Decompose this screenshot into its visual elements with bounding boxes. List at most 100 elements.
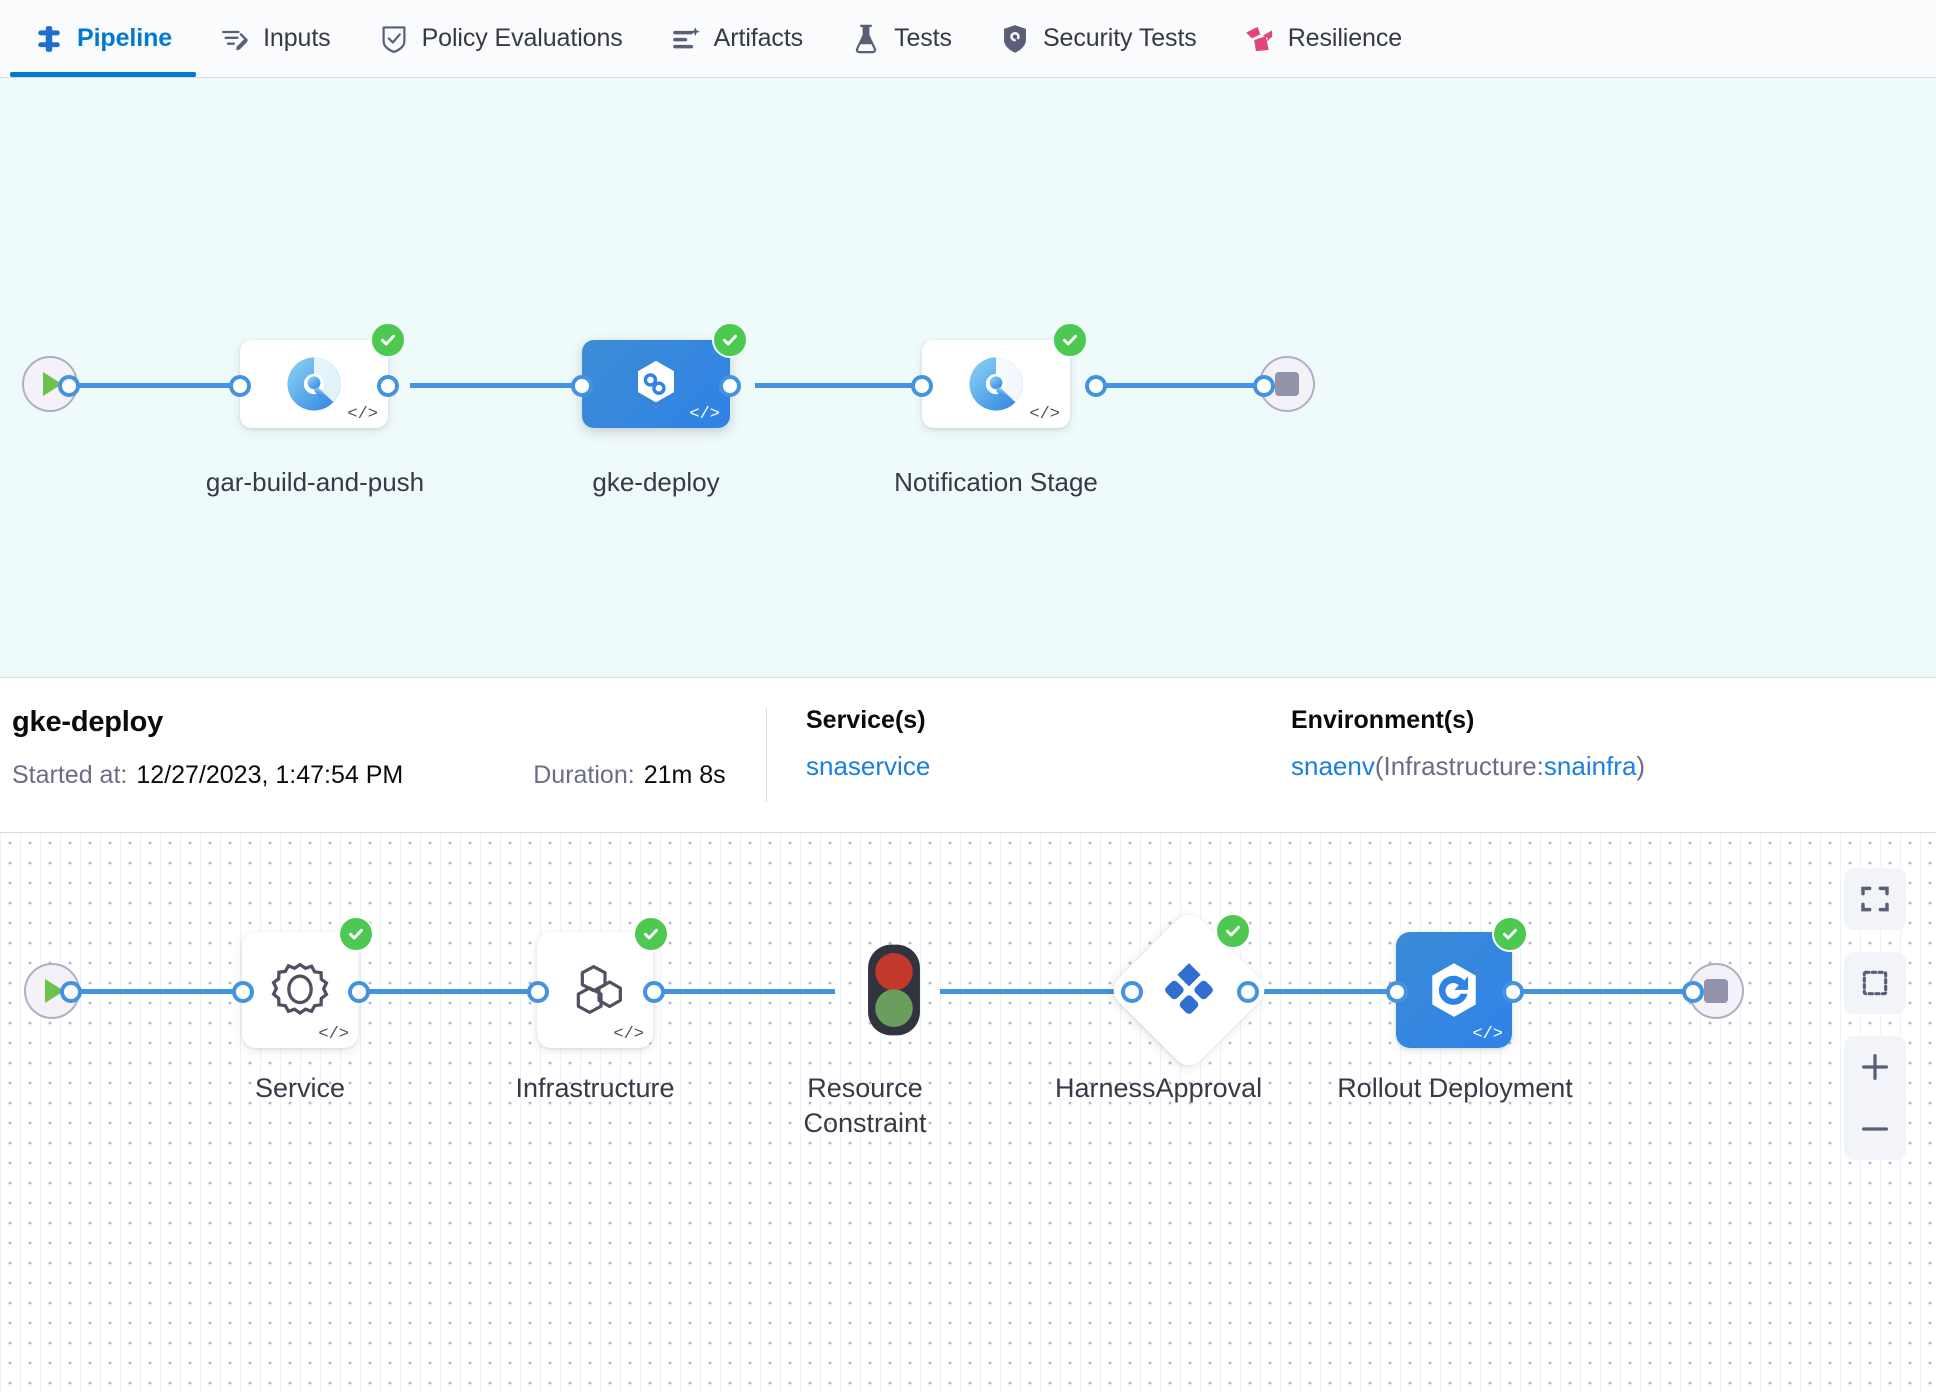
execution-step-canvas[interactable]: </> Service </> Infrastructure Resource … <box>0 833 1936 1393</box>
status-badge-success <box>1052 322 1088 358</box>
status-badge-success <box>338 916 374 952</box>
stage-in-port[interactable] <box>911 375 933 397</box>
tab-resilience[interactable]: Resilience <box>1221 0 1426 77</box>
service-link-snaservice[interactable]: snaservice <box>806 751 931 781</box>
step-connector-wire <box>355 989 540 994</box>
status-badge-success <box>633 916 669 952</box>
end-port[interactable] <box>1253 375 1275 397</box>
minus-icon <box>1862 1127 1888 1131</box>
step-in-port[interactable] <box>232 981 254 1003</box>
stage-out-port[interactable] <box>377 375 399 397</box>
step-connector-wire <box>1250 989 1410 994</box>
step-out-port[interactable] <box>348 981 370 1003</box>
play-icon <box>45 979 64 1003</box>
stop-icon <box>1275 372 1299 396</box>
zoom-out-button[interactable] <box>1844 1098 1906 1160</box>
step-node-service[interactable]: </> <box>242 916 374 1048</box>
step-code-tag[interactable]: </> <box>318 1025 349 1044</box>
tab-pipeline[interactable]: Pipeline <box>10 0 197 77</box>
stage-connector-wire <box>60 383 240 388</box>
step-code-tag[interactable]: </> <box>1472 1025 1503 1044</box>
traffic-light-icon <box>868 944 920 1036</box>
stage-code-tag[interactable]: </> <box>1029 405 1060 424</box>
play-icon <box>43 372 62 396</box>
plus-icon <box>1862 1054 1888 1080</box>
tab-artifacts[interactable]: Artifacts <box>647 0 827 77</box>
step-in-port[interactable] <box>527 981 549 1003</box>
step-node-harness-approval[interactable] <box>1106 907 1272 1073</box>
rollout-deployment-icon <box>1432 963 1476 1017</box>
expand-corners-icon <box>1861 886 1889 912</box>
tab-active-underline <box>10 72 197 77</box>
step-node-infrastructure[interactable]: </> <box>537 916 669 1048</box>
zoom-in-button[interactable] <box>1844 1036 1906 1098</box>
stage-node-gar-build-and-push[interactable]: </> <box>240 322 406 428</box>
select-area-button[interactable] <box>1844 952 1906 1014</box>
step-code-tag[interactable]: </> <box>613 1025 644 1044</box>
zoom-button-group <box>1844 1036 1906 1160</box>
pipeline-end-node[interactable] <box>1259 356 1315 412</box>
infrastructure-link-snainfra[interactable]: snainfra <box>1543 751 1637 781</box>
start-port[interactable] <box>58 375 80 397</box>
environment-link-snaenv[interactable]: snaenv <box>1291 751 1375 781</box>
step-label-service: Service <box>254 1073 346 1103</box>
step-in-port[interactable] <box>1386 981 1408 1003</box>
flask-icon <box>851 24 881 54</box>
step-label-harness-approval: HarnessApproval <box>1055 1073 1263 1103</box>
fit-to-screen-button[interactable] <box>1844 868 1906 930</box>
started-at-label: Started at: <box>12 761 128 789</box>
tab-label: Artifacts <box>713 24 804 52</box>
step-node-rollout-deployment[interactable]: </> <box>1396 916 1528 1048</box>
tab-label: Inputs <box>263 24 331 52</box>
pipeline-icon <box>34 24 64 54</box>
stage-out-port[interactable] <box>1085 375 1107 397</box>
tab-label: Resilience <box>1287 24 1403 52</box>
step-label-rollout-deployment: Rollout Deployment <box>1337 1073 1573 1103</box>
harness-cd-deploy-icon <box>638 360 674 403</box>
security-shield-icon <box>1000 24 1030 54</box>
tab-label: Policy Evaluations <box>421 24 623 52</box>
step-connector-wire <box>940 989 1130 994</box>
step-label-resource-constraint: Resource Constraint <box>803 1073 927 1138</box>
artifacts-icon <box>671 24 701 54</box>
stage-code-tag[interactable]: </> <box>347 405 378 424</box>
tab-inputs[interactable]: Inputs <box>196 0 355 77</box>
stage-label-gar-build-and-push: gar-build-and-push <box>205 467 425 497</box>
stage-connector-wire <box>1090 383 1280 388</box>
step-in-port[interactable] <box>1121 981 1143 1003</box>
tab-policy-evaluations[interactable]: Policy Evaluations <box>355 0 647 77</box>
details-divider <box>766 708 767 802</box>
tab-tests[interactable]: Tests <box>827 0 976 77</box>
start-port[interactable] <box>60 981 82 1003</box>
services-column: Service(s) snaservice <box>806 706 930 782</box>
stage-in-port[interactable] <box>571 375 593 397</box>
stage-code-tag[interactable]: </> <box>689 405 720 424</box>
stage-details-bar: gke-deploy Started at: 12/27/2023, 1:47:… <box>0 678 1936 833</box>
details-meta-row: Started at: 12/27/2023, 1:47:54 PM Durat… <box>12 761 1936 790</box>
services-header: Service(s) <box>806 706 926 734</box>
hexagons-icon <box>576 965 622 1014</box>
pipeline-stage-canvas[interactable]: </> gar-build-and-push </> gke-deploy <box>0 78 1936 678</box>
step-out-port[interactable] <box>1502 981 1524 1003</box>
tab-label: Security Tests <box>1042 24 1197 52</box>
duration-label: Duration: <box>533 761 635 789</box>
environment-value: snaenv(Infrastructure:snainfra) <box>1291 751 1645 782</box>
stage-node-gke-deploy[interactable]: </> <box>582 322 748 428</box>
step-out-port[interactable] <box>1237 981 1259 1003</box>
harness-ci-build-icon <box>969 357 1023 411</box>
stage-in-port[interactable] <box>229 375 251 397</box>
stage-label-notification-stage: Notification Stage <box>894 467 1098 497</box>
tab-label: Pipeline <box>77 24 173 52</box>
duration-value: 21m 8s <box>643 761 726 789</box>
step-out-port[interactable] <box>643 981 665 1003</box>
stop-icon <box>1704 979 1728 1003</box>
stage-out-port[interactable] <box>719 375 741 397</box>
step-node-resource-constraint[interactable] <box>836 932 952 1048</box>
environments-header: Environment(s) <box>1291 706 1475 734</box>
infrastructure-suffix: ) <box>1636 751 1646 781</box>
end-port[interactable] <box>1682 981 1704 1003</box>
stage-node-notification-stage[interactable]: </> <box>922 322 1088 428</box>
stage-connector-wire <box>410 383 590 388</box>
tab-security-tests[interactable]: Security Tests <box>976 0 1221 77</box>
status-badge-success <box>1215 913 1251 949</box>
